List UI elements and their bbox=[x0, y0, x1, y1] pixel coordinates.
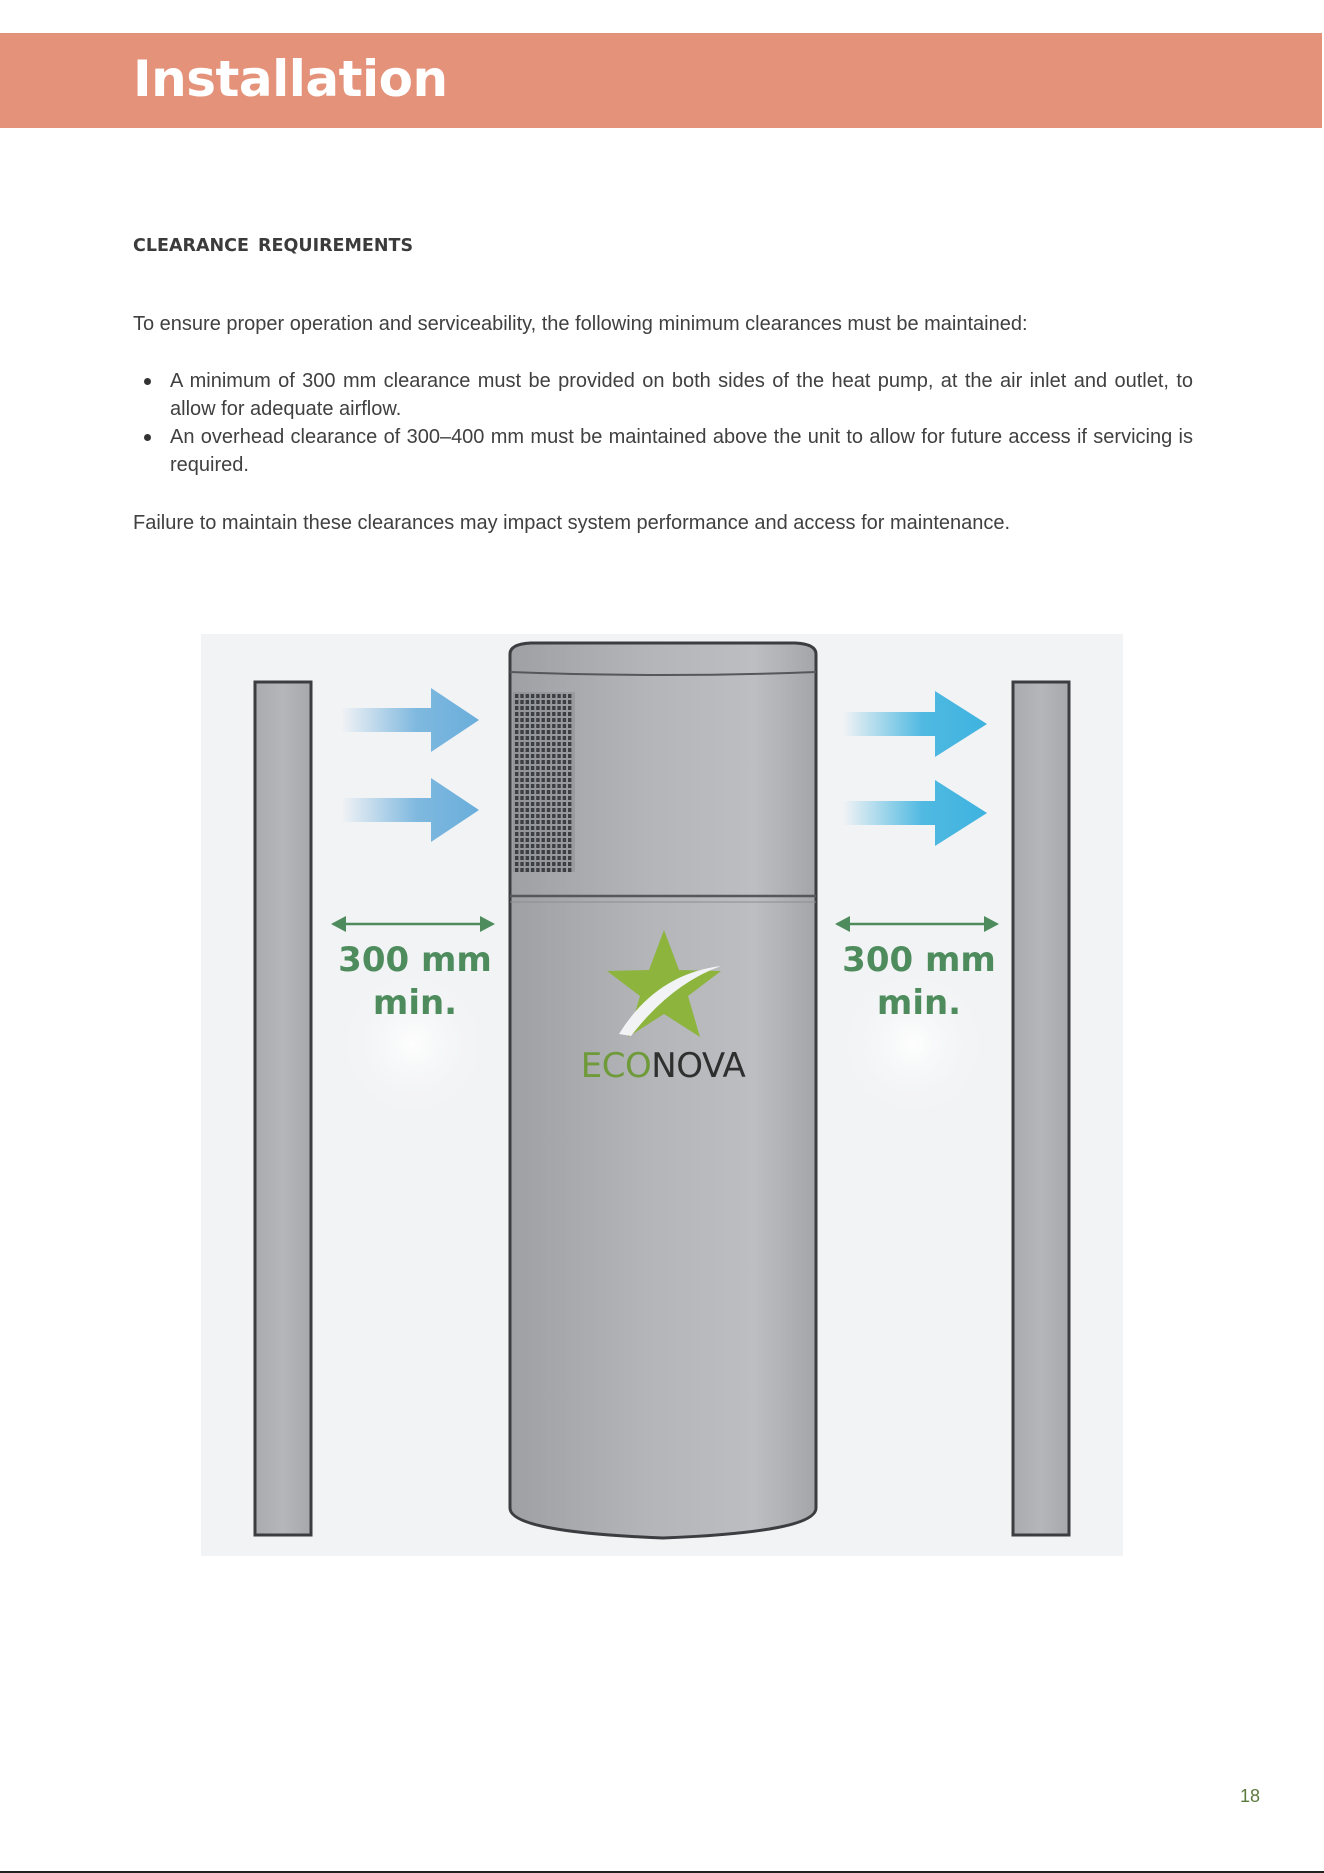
left-clearance-value: 300 mm bbox=[338, 940, 492, 980]
intro-paragraph: To ensure proper operation and serviceab… bbox=[133, 313, 1028, 335]
star-logo-icon bbox=[607, 930, 721, 1037]
right-wall bbox=[1011, 680, 1071, 1537]
page-title: Installation bbox=[133, 50, 448, 108]
right-clearance-value: 300 mm bbox=[842, 940, 996, 980]
bottom-rule bbox=[0, 1871, 1324, 1873]
closing-paragraph: Failure to maintain these clearances may… bbox=[133, 512, 1011, 534]
brand-logo-nova: NOVA bbox=[651, 1046, 745, 1086]
clearance-diagram-graphic: 300 mm min. 300 mm min. ECONOVA bbox=[253, 641, 1071, 1540]
brand-logo-eco: ECO bbox=[581, 1046, 651, 1086]
page-number: 18 bbox=[1239, 1786, 1261, 1806]
left-clearance-min: min. bbox=[373, 983, 457, 1023]
requirement-side-clearance: A minimum of 300 mm clearance must be pr… bbox=[133, 367, 1193, 423]
outlet-arrow-icon bbox=[843, 780, 987, 846]
section-heading: CLEARANCE REQUIREMENTS bbox=[133, 236, 414, 256]
brand-logo: ECONOVA bbox=[581, 1046, 746, 1086]
inlet-arrow-icon bbox=[341, 688, 479, 752]
outlet-arrow-icon bbox=[843, 691, 987, 757]
requirements-list: A minimum of 300 mm clearance must be pr… bbox=[133, 367, 1193, 479]
left-wall bbox=[253, 680, 313, 1537]
clearance-diagram: 300 mm min. 300 mm min. ECONOVA bbox=[201, 634, 1123, 1556]
header-band bbox=[0, 33, 1322, 128]
double-arrow-icon bbox=[835, 916, 999, 932]
requirement-overhead-clearance: An overhead clearance of 300–400 mm must… bbox=[133, 423, 1193, 479]
inlet-arrow-icon bbox=[341, 778, 479, 842]
vent-grille-slots bbox=[515, 694, 572, 872]
double-arrow-icon bbox=[331, 916, 495, 932]
right-clearance-min: min. bbox=[877, 983, 961, 1023]
heat-pump-unit bbox=[508, 641, 818, 1540]
